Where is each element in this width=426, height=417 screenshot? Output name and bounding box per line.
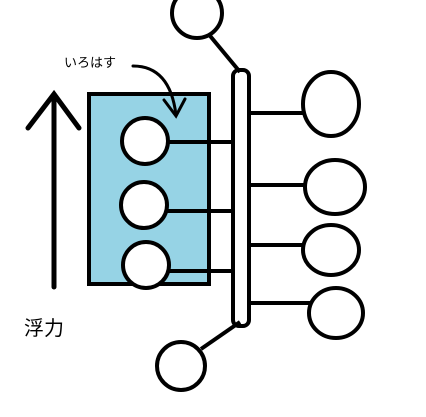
ball-right-1 <box>301 70 361 138</box>
ball-bottom <box>155 340 207 392</box>
right-connectors <box>249 111 310 305</box>
connector-top <box>204 29 242 74</box>
ball-tank-2 <box>119 180 169 230</box>
right-balls <box>301 70 367 340</box>
force-arrow-icon <box>25 89 82 290</box>
ball-tank-1 <box>120 116 170 166</box>
tank-balls <box>119 116 171 290</box>
diagonal-connectors <box>199 29 242 351</box>
ball-right-2 <box>303 158 367 216</box>
ball-right-4 <box>307 286 365 340</box>
vertical-rod <box>231 68 251 328</box>
force-label: 浮力 <box>24 316 64 340</box>
ball-right-3 <box>301 223 361 277</box>
left-connectors <box>166 140 233 273</box>
ball-top <box>170 0 224 40</box>
annotation-label: いろはす <box>64 56 117 71</box>
connector-bottom <box>199 320 242 351</box>
ball-tank-3 <box>121 240 171 290</box>
curved-arrow-icon <box>131 64 187 119</box>
